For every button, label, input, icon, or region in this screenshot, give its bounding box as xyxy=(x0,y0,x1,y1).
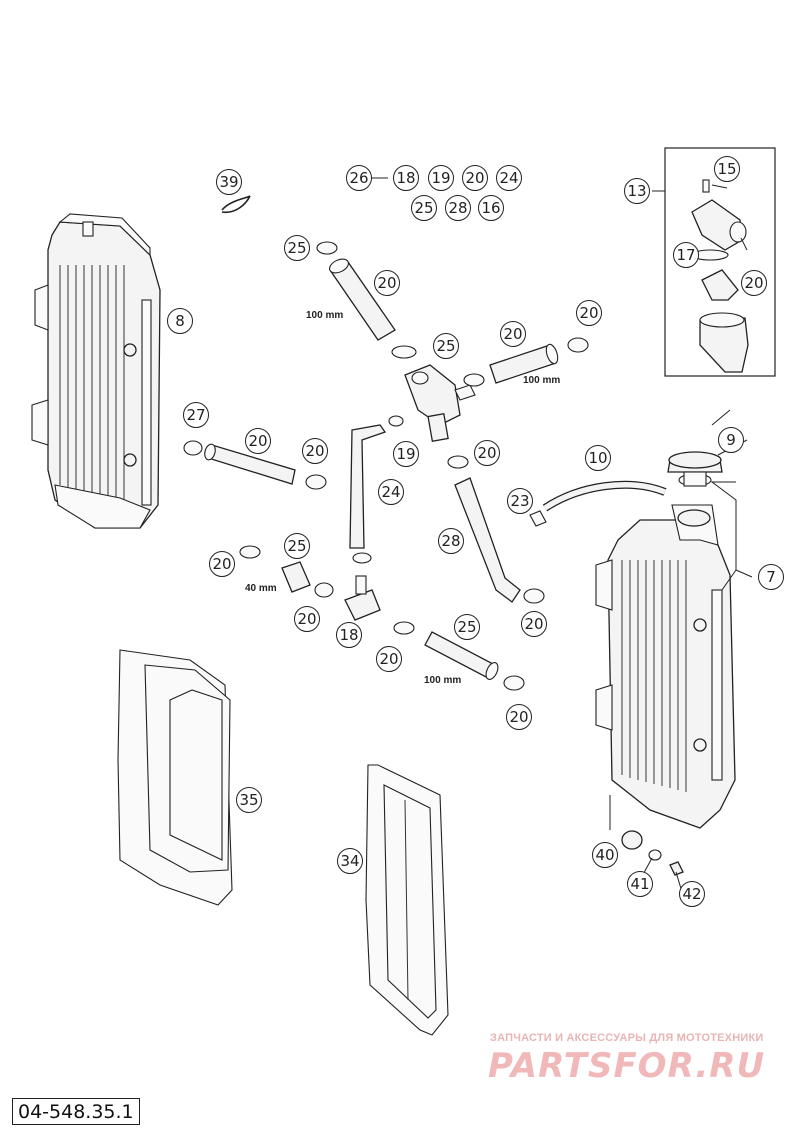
callout-27: 27 xyxy=(183,402,209,428)
callout-15: 15 xyxy=(714,156,740,182)
callout-24: 24 xyxy=(496,165,522,191)
left-radiator xyxy=(31,213,161,529)
callout-25: 25 xyxy=(454,614,480,640)
callout-28: 28 xyxy=(445,195,471,221)
callout-20: 20 xyxy=(521,611,547,637)
document-code: 04-548.35.1 xyxy=(12,1098,140,1125)
leader-lines xyxy=(371,177,753,893)
thermostat-housing xyxy=(691,179,749,373)
callout-20: 20 xyxy=(576,300,602,326)
callout-26: 26 xyxy=(346,165,372,191)
dimension-label-3: 40 mm xyxy=(245,583,277,594)
callout-20: 20 xyxy=(474,440,500,466)
callout-20: 20 xyxy=(374,270,400,296)
callout-9: 9 xyxy=(718,427,744,453)
callout-20: 20 xyxy=(506,704,532,730)
callout-10: 10 xyxy=(585,445,611,471)
callout-25: 25 xyxy=(411,195,437,221)
callout-19: 19 xyxy=(393,441,419,467)
callout-20: 20 xyxy=(245,428,271,454)
watermark-tagline: ЗАПЧАСТИ И АКСЕССУАРЫ ДЛЯ МОТОТЕХНИКИ xyxy=(490,1032,764,1044)
hoses xyxy=(204,258,667,680)
callout-39: 39 xyxy=(216,169,242,195)
callout-18: 18 xyxy=(393,165,419,191)
watermark-logo: PARTSFOR.RU xyxy=(488,1046,766,1086)
callout-24: 24 xyxy=(378,479,404,505)
callout-13: 13 xyxy=(624,178,650,204)
callout-25: 25 xyxy=(433,333,459,359)
callout-40: 40 xyxy=(592,842,618,868)
callout-23: 23 xyxy=(507,488,533,514)
dimension-label-2: 100 mm xyxy=(523,375,561,386)
dimension-label-4: 100 mm xyxy=(424,675,462,686)
callout-25: 25 xyxy=(284,235,310,261)
callout-28: 28 xyxy=(438,528,464,554)
callout-8: 8 xyxy=(167,308,193,334)
callout-20: 20 xyxy=(500,321,526,347)
radiator-cap xyxy=(667,451,723,487)
callout-20: 20 xyxy=(462,165,488,191)
callout-41: 41 xyxy=(627,871,653,897)
callout-42: 42 xyxy=(679,881,705,907)
callout-16: 16 xyxy=(478,195,504,221)
radiator-guard-35 xyxy=(117,649,233,906)
callout-20: 20 xyxy=(741,270,767,296)
central-fitting xyxy=(404,364,476,442)
callout-34: 34 xyxy=(337,848,363,874)
callout-20: 20 xyxy=(302,438,328,464)
callout-20: 20 xyxy=(209,551,235,577)
callout-17: 17 xyxy=(673,242,699,268)
hose-clamps xyxy=(183,195,684,876)
callout-35: 35 xyxy=(236,787,262,813)
callout-19: 19 xyxy=(428,165,454,191)
radiator-guard-34 xyxy=(365,764,449,1036)
right-radiator xyxy=(595,504,736,829)
callout-20: 20 xyxy=(294,606,320,632)
dimension-label-1: 100 mm xyxy=(306,310,344,321)
callout-20: 20 xyxy=(376,646,402,672)
callout-18: 18 xyxy=(336,622,362,648)
callout-7: 7 xyxy=(758,564,784,590)
callout-25: 25 xyxy=(284,533,310,559)
